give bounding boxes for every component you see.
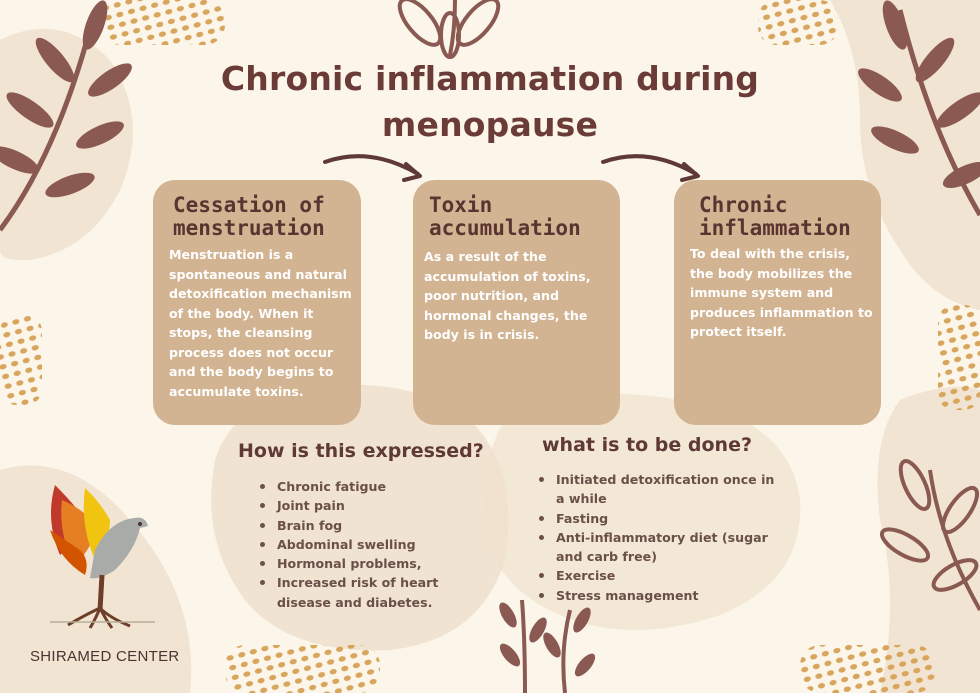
card-heading: Toxin accumulation — [429, 193, 581, 240]
todo-section-title: what is to be done? — [542, 434, 752, 456]
dots-bottom-left — [225, 645, 380, 693]
curved-arrow-icon — [601, 154, 700, 182]
card-cessation-of-menstruation: Cessation of menstruation Menstruation i… — [153, 180, 361, 425]
card-heading: Chronic inflammation — [699, 193, 851, 240]
dots-left — [0, 315, 42, 405]
list-item: Increased risk of heart disease and diab… — [257, 573, 467, 612]
list-item: Chronic fatigue — [257, 477, 467, 496]
phoenix-tree-logo-icon — [50, 485, 155, 629]
list-item: Joint pain — [257, 496, 467, 515]
curved-arrow-icon — [323, 154, 422, 182]
list-item: Stress management — [536, 586, 786, 605]
card-text: As a result of the accumulation of toxin… — [424, 249, 591, 342]
expressed-list: Chronic fatigue Joint pain Brain fog Abd… — [257, 477, 467, 612]
dots-top-right — [758, 0, 838, 45]
card-chronic-inflammation: Chronic inflammation To deal with the cr… — [674, 180, 881, 425]
blob-bottom-left — [0, 465, 192, 693]
leaf-branch-top-center — [397, 0, 501, 59]
leaf-branch-bottom-center — [499, 599, 596, 693]
todo-list: Initiated detoxification once in a while… — [536, 470, 786, 605]
card-text: Menstruation is a spontaneous and natura… — [169, 247, 352, 399]
dots-top-left — [100, 0, 225, 45]
brand-name: SHIRAMED CENTER — [30, 648, 180, 665]
leaf-branch-bottom-right — [879, 459, 980, 611]
list-item: Anti-inflammatory diet (sugar and carb f… — [536, 528, 786, 567]
blob-center — [211, 384, 509, 651]
list-item: Abdominal swelling — [257, 535, 467, 554]
page-title: Chronic inflammation during menopause — [220, 59, 760, 144]
card-toxin-accumulation: Toxin accumulation As a result of the ac… — [413, 180, 620, 425]
list-item: Hormonal problems, — [257, 554, 467, 573]
dots-bottom-right — [800, 645, 935, 693]
card-text: To deal with the crisis, the body mobili… — [690, 246, 873, 339]
leaf-branch-top-right — [858, 0, 980, 217]
list-item: Exercise — [536, 566, 786, 585]
list-item: Fasting — [536, 509, 786, 528]
blob-center-right — [484, 393, 801, 630]
list-item: Brain fog — [257, 516, 467, 535]
expressed-section-title: How is this expressed? — [238, 440, 484, 462]
list-item: Initiated detoxification once in a while — [536, 470, 786, 509]
leaf-branch-top-left — [0, 0, 132, 232]
dots-right — [938, 305, 980, 410]
card-heading: Cessation of menstruation — [173, 193, 325, 240]
